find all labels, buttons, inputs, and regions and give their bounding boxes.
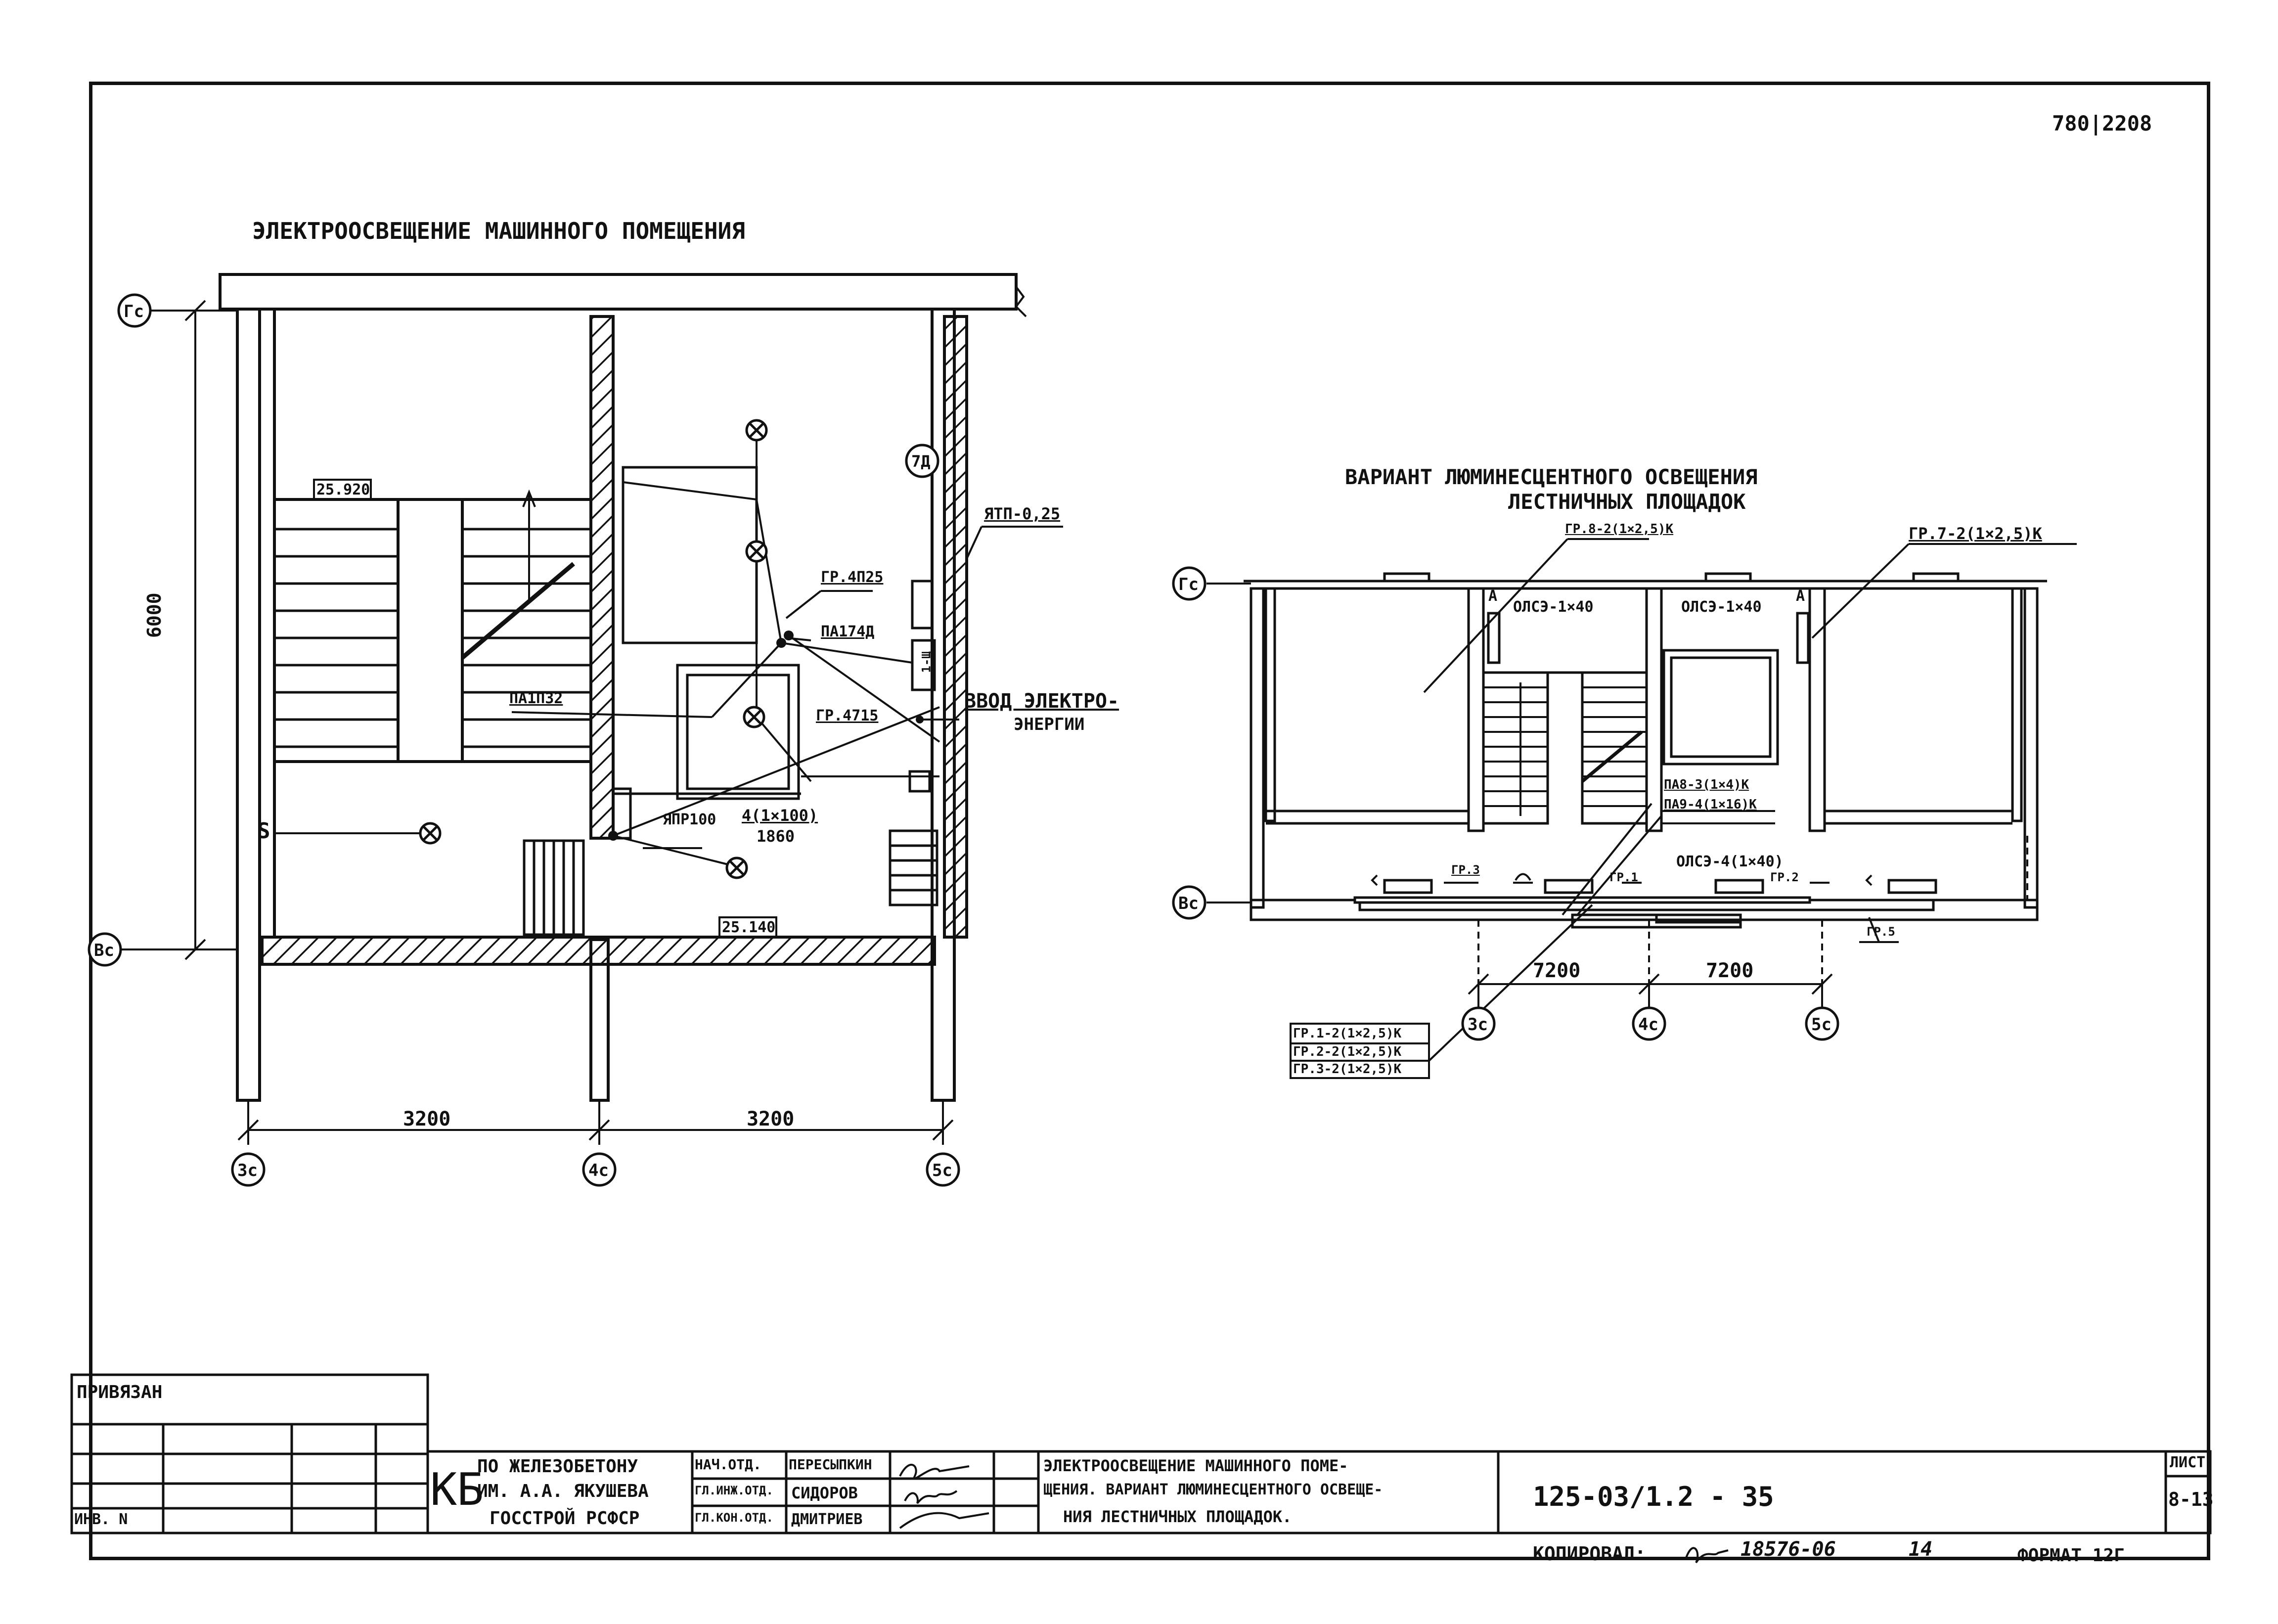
luminaire-5 xyxy=(725,857,748,879)
org-line-2: ИМ. А.А. ЯКУШЕВА xyxy=(477,1481,649,1501)
shield-panel xyxy=(911,639,936,691)
format-label: ФОРМАТ 12Г xyxy=(2017,1545,2125,1566)
left-plan-title: ЭЛЕКТРООСВЕЩЕНИЕ МАШИННОГО ПОМЕЩЕНИЯ xyxy=(252,218,745,244)
label-input-line1: ВВОД ЭЛЕКТРО- xyxy=(964,690,1119,713)
label-yatp: ЯТП-0,25 xyxy=(984,504,1061,523)
axis-label-3c-right: 3с xyxy=(1468,1015,1488,1035)
axis-label-5c-left: 5с xyxy=(932,1161,952,1180)
label-gr2: ГР.2-2(1×2,5)К xyxy=(1293,1044,1402,1059)
drawing-frame xyxy=(89,82,2210,1560)
axis-label-4c-right: 4с xyxy=(1638,1015,1658,1035)
org-line-1: ПО ЖЕЛЕЗОБЕТОНУ xyxy=(477,1456,638,1477)
label-gr4715: ГР.4715 xyxy=(816,707,879,724)
right-plan-title-1: ВАРИАНТ ЛЮМИНЕСЦЕНТНОГО ОСВЕЩЕНИЯ xyxy=(1345,465,1758,489)
axis-label-g-right: Гс xyxy=(1178,575,1199,594)
description-line-1: ЭЛЕКТРООСВЕЩЕНИЕ МАШИННОГО ПОМЕ- xyxy=(1043,1456,1348,1475)
yatp-panel xyxy=(911,580,934,630)
axis-label-g-left: Гс xyxy=(124,302,144,321)
label-olsh-right: ОЛСЭ-1×40 xyxy=(1681,598,1762,616)
axis-label-v-right: Вс xyxy=(1178,894,1199,913)
role-chief-designer: ГЛ.КОН.ОТД. xyxy=(695,1511,773,1525)
elevator-shaft xyxy=(1662,649,1779,766)
role-head-dept: НАЧ.ОТД. xyxy=(695,1456,761,1473)
tag-gr2: ГР.2 xyxy=(1770,870,1799,884)
fluorescent-lamp-left xyxy=(1487,612,1501,664)
dimension-3200-right: 3200 xyxy=(747,1108,795,1130)
role-chief-engineer: ГЛ.ИНЖ.ОТД. xyxy=(695,1484,773,1497)
description-line-3: НИЯ ЛЕСТНИЧНЫХ ПЛОЩАДОК. xyxy=(1063,1507,1292,1526)
label-pa1p32: ПА1П32 xyxy=(509,690,563,707)
axis-label-4c-left: 4с xyxy=(588,1161,609,1180)
axis-label-3c-left: 3с xyxy=(237,1161,258,1180)
label-pa8: ПА8-3(1×4)К xyxy=(1664,777,1749,792)
attached-label: ПРИВЯЗАН xyxy=(77,1382,163,1402)
label-gr1: ГР.1-2(1×2,5)К xyxy=(1293,1026,1402,1041)
inventory-number-label: ИНВ. N xyxy=(74,1511,128,1528)
roof-slab xyxy=(219,273,1018,311)
dimension-7200-left: 7200 xyxy=(1533,959,1581,982)
level-top: 25.920 xyxy=(316,481,370,498)
east-wall xyxy=(943,315,968,939)
sheet-label: ЛИСТ xyxy=(2170,1454,2206,1471)
mark-a-right: А xyxy=(1796,587,1805,605)
axis-label-v-left: Вс xyxy=(94,941,114,960)
label-gr4p25: ГР.4П25 xyxy=(821,569,884,586)
copied-label: КОПИРОВАЛ: xyxy=(1533,1543,1646,1565)
name-peresypkin: ПЕРЕСЫПКИН xyxy=(789,1456,872,1473)
label-gr7: ГР.7-2(1×2,5)К xyxy=(1909,524,2042,543)
name-dmitriev: ДМИТРИЕВ xyxy=(791,1511,863,1528)
floor-slab-hatched xyxy=(261,936,936,966)
label-input-line2: ЭНЕРГИИ xyxy=(1014,715,1085,734)
label-app100: ЯПР100 xyxy=(663,811,716,828)
tag-gr5: ГР.5 xyxy=(1867,925,1895,939)
label-pa9: ПА9-4(1×16)К xyxy=(1664,797,1757,812)
axis-label-7d: 7Д xyxy=(911,452,931,471)
drawing-code: 125-03/1.2 - 35 xyxy=(1533,1481,1774,1512)
label-olsh-left: ОЛСЭ-1×40 xyxy=(1513,598,1594,616)
label-cable-top: 4(1×100) xyxy=(742,806,818,825)
control-cabinet xyxy=(676,664,800,800)
sheet-number: 8-13 xyxy=(2168,1489,2214,1510)
tag-gr3: ГР.3 xyxy=(1451,863,1480,877)
sheet-code: 780|2208 xyxy=(2052,111,2152,135)
luminaire-3 xyxy=(743,706,765,728)
label-pa174d: ПА174Д xyxy=(821,623,875,640)
description-line-2: ЩЕНИЯ. ВАРИАНТ ЛЮМИНЕСЦЕНТНОГО ОСВЕЩЕ- xyxy=(1043,1481,1383,1498)
level-bottom: 25.140 xyxy=(722,919,776,936)
right-plan-title-2: ЛЕСТНИЧНЫХ ПЛОЩАДОК xyxy=(1508,490,1746,514)
luminaire-1 xyxy=(745,419,768,442)
copy-index: 14 xyxy=(1909,1538,1933,1561)
copy-number: 18576-06 xyxy=(1741,1538,1836,1561)
axis-label-5c-right: 5с xyxy=(1811,1015,1831,1035)
label-gr8: ГР.8-2(1×2,5)К xyxy=(1565,522,1674,537)
label-cable-bottom: 1860 xyxy=(757,827,795,846)
dimension-3200-left: 3200 xyxy=(403,1108,451,1130)
dimension-7200-right: 7200 xyxy=(1706,959,1754,982)
label-olsh4: ОЛСЭ-4(1×40) xyxy=(1676,853,1784,870)
luminaire-2 xyxy=(745,540,768,563)
name-sidorov: СИДОРОВ xyxy=(791,1484,858,1502)
label-gr3: ГР.3-2(1×2,5)К xyxy=(1293,1062,1402,1077)
fluorescent-lamp-right xyxy=(1796,612,1810,664)
luminaire-4 xyxy=(419,822,442,845)
org-line-3: ГОССТРОЙ РСФСР xyxy=(490,1508,640,1529)
mark-a-left: А xyxy=(1488,587,1498,605)
switch-symbol: S xyxy=(257,818,270,844)
tag-gr1: ГР.1 xyxy=(1609,870,1638,884)
org-logo: КБ xyxy=(430,1464,484,1516)
